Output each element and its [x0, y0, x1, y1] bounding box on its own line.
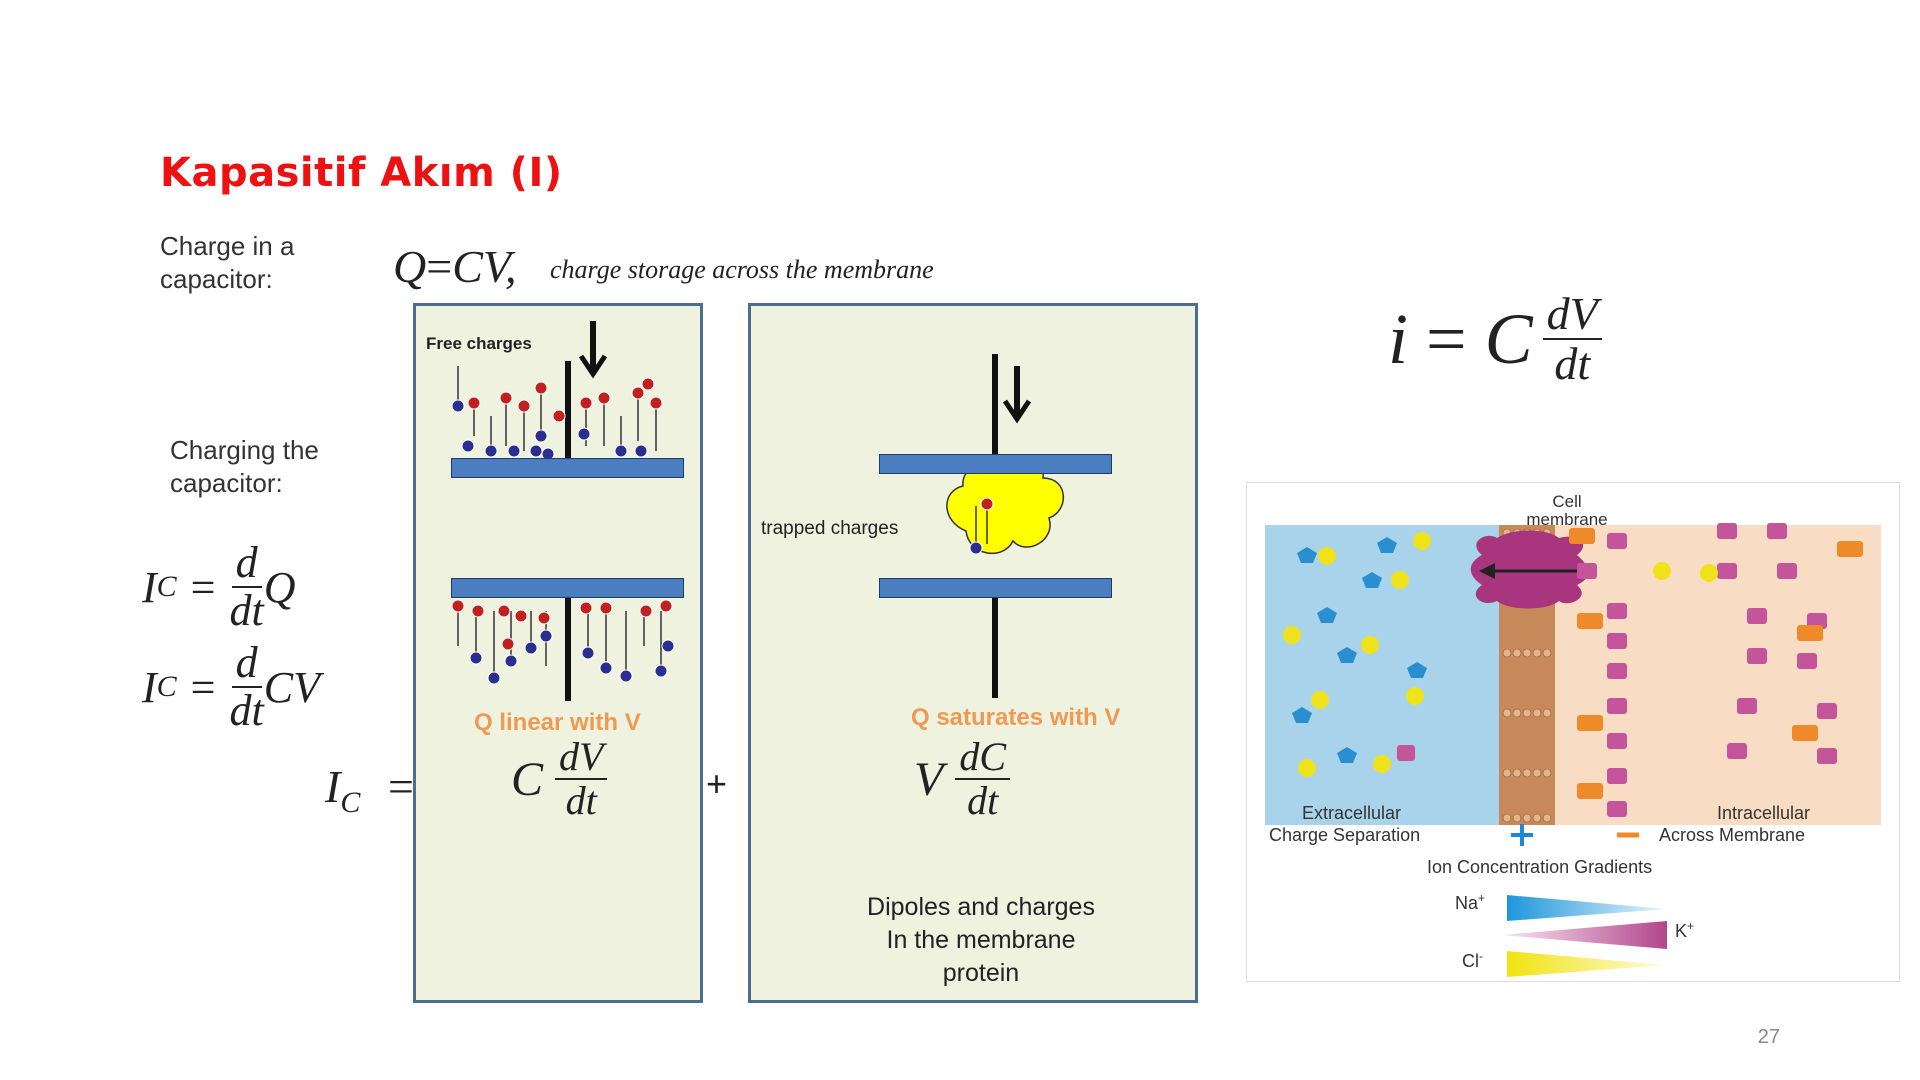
dt-denominator: dt	[229, 686, 264, 736]
plus-sign: +	[706, 763, 728, 804]
ic-total-symbol: IC	[325, 761, 361, 820]
ion-gradients-title: Ion Concentration Gradients	[1427, 857, 1653, 877]
equals-sign: =	[190, 562, 216, 612]
charge-separation-label: Charge Separation	[1269, 825, 1421, 845]
trapped-charges-diagram	[946, 354, 1065, 698]
i-symbol: i	[1388, 298, 1409, 379]
dt-denominator: dt	[1554, 338, 1591, 390]
cell-membrane-label: Cell membrane	[1526, 492, 1608, 529]
ic-symbol: I	[142, 562, 157, 612]
free-charges-diagram	[451, 321, 675, 701]
na-gradient-label: Na+	[1455, 891, 1486, 913]
dipoles-caption: Dipoles and charges In the membrane prot…	[867, 893, 1095, 987]
equals-sign: =	[1426, 298, 1467, 379]
c-symbol: C	[1484, 298, 1533, 379]
equals-sign: =	[426, 241, 453, 292]
dt-denominator: dt	[565, 778, 597, 823]
upper-membrane-plate	[879, 454, 1112, 474]
d-numerator: d	[231, 639, 262, 689]
lower-membrane-plate	[879, 578, 1112, 598]
cv-symbol: CV,	[452, 241, 517, 292]
charging-capacitor-label: Charging the capacitor:	[170, 435, 319, 498]
free-charges-label: Free charges	[426, 334, 532, 353]
equals-sign: =	[190, 662, 216, 712]
q-equals-cv-equation: Q=CV,	[393, 240, 517, 293]
ic-symbol: I	[142, 662, 157, 712]
q-term: Q	[263, 562, 296, 612]
k-gradient-label: K+	[1675, 919, 1695, 941]
cv-term: CV	[263, 662, 320, 712]
cell-membrane-figure: Cell membrane Extracellular Intracellula…	[1246, 482, 1900, 982]
dv-numerator: dV	[1542, 289, 1602, 341]
ic-subscript: C	[156, 670, 177, 704]
q-linear-label: Q linear with V	[474, 709, 641, 736]
extracellular-label: Extracellular	[1302, 803, 1402, 823]
q-symbol: Q	[393, 241, 427, 292]
ic-total-equals: =	[388, 761, 414, 812]
page-number: 27	[1757, 1026, 1780, 1048]
slide-title: Kapasitif Akım (I)	[160, 150, 563, 196]
membrane-illustration	[1265, 523, 1881, 977]
v-symbol: V	[914, 752, 944, 806]
charge-storage-caption: charge storage across the membrane	[550, 255, 934, 284]
across-membrane-label: Across Membrane	[1659, 825, 1806, 845]
d-numerator: d	[231, 539, 262, 589]
dt-denominator: dt	[967, 778, 999, 823]
dt-denominator: dt	[229, 586, 264, 636]
intracellular-label: Intracellular	[1717, 803, 1811, 823]
bottom-capacitor-plate	[451, 578, 684, 598]
dv-numerator: dV	[555, 736, 608, 780]
ic-subscript: C	[156, 570, 177, 604]
top-capacitor-plate	[451, 458, 684, 478]
linear-capacitance-panel: Free charges	[413, 303, 703, 1003]
q-saturates-label: Q saturates with V	[911, 704, 1121, 731]
c-symbol: C	[511, 752, 544, 806]
trapped-charges-label: trapped charges	[761, 518, 899, 539]
cl-gradient-label: Cl-	[1462, 949, 1483, 971]
charge-in-capacitor-label: Charge in a capacitor:	[160, 231, 295, 294]
dc-numerator: dC	[955, 736, 1011, 780]
